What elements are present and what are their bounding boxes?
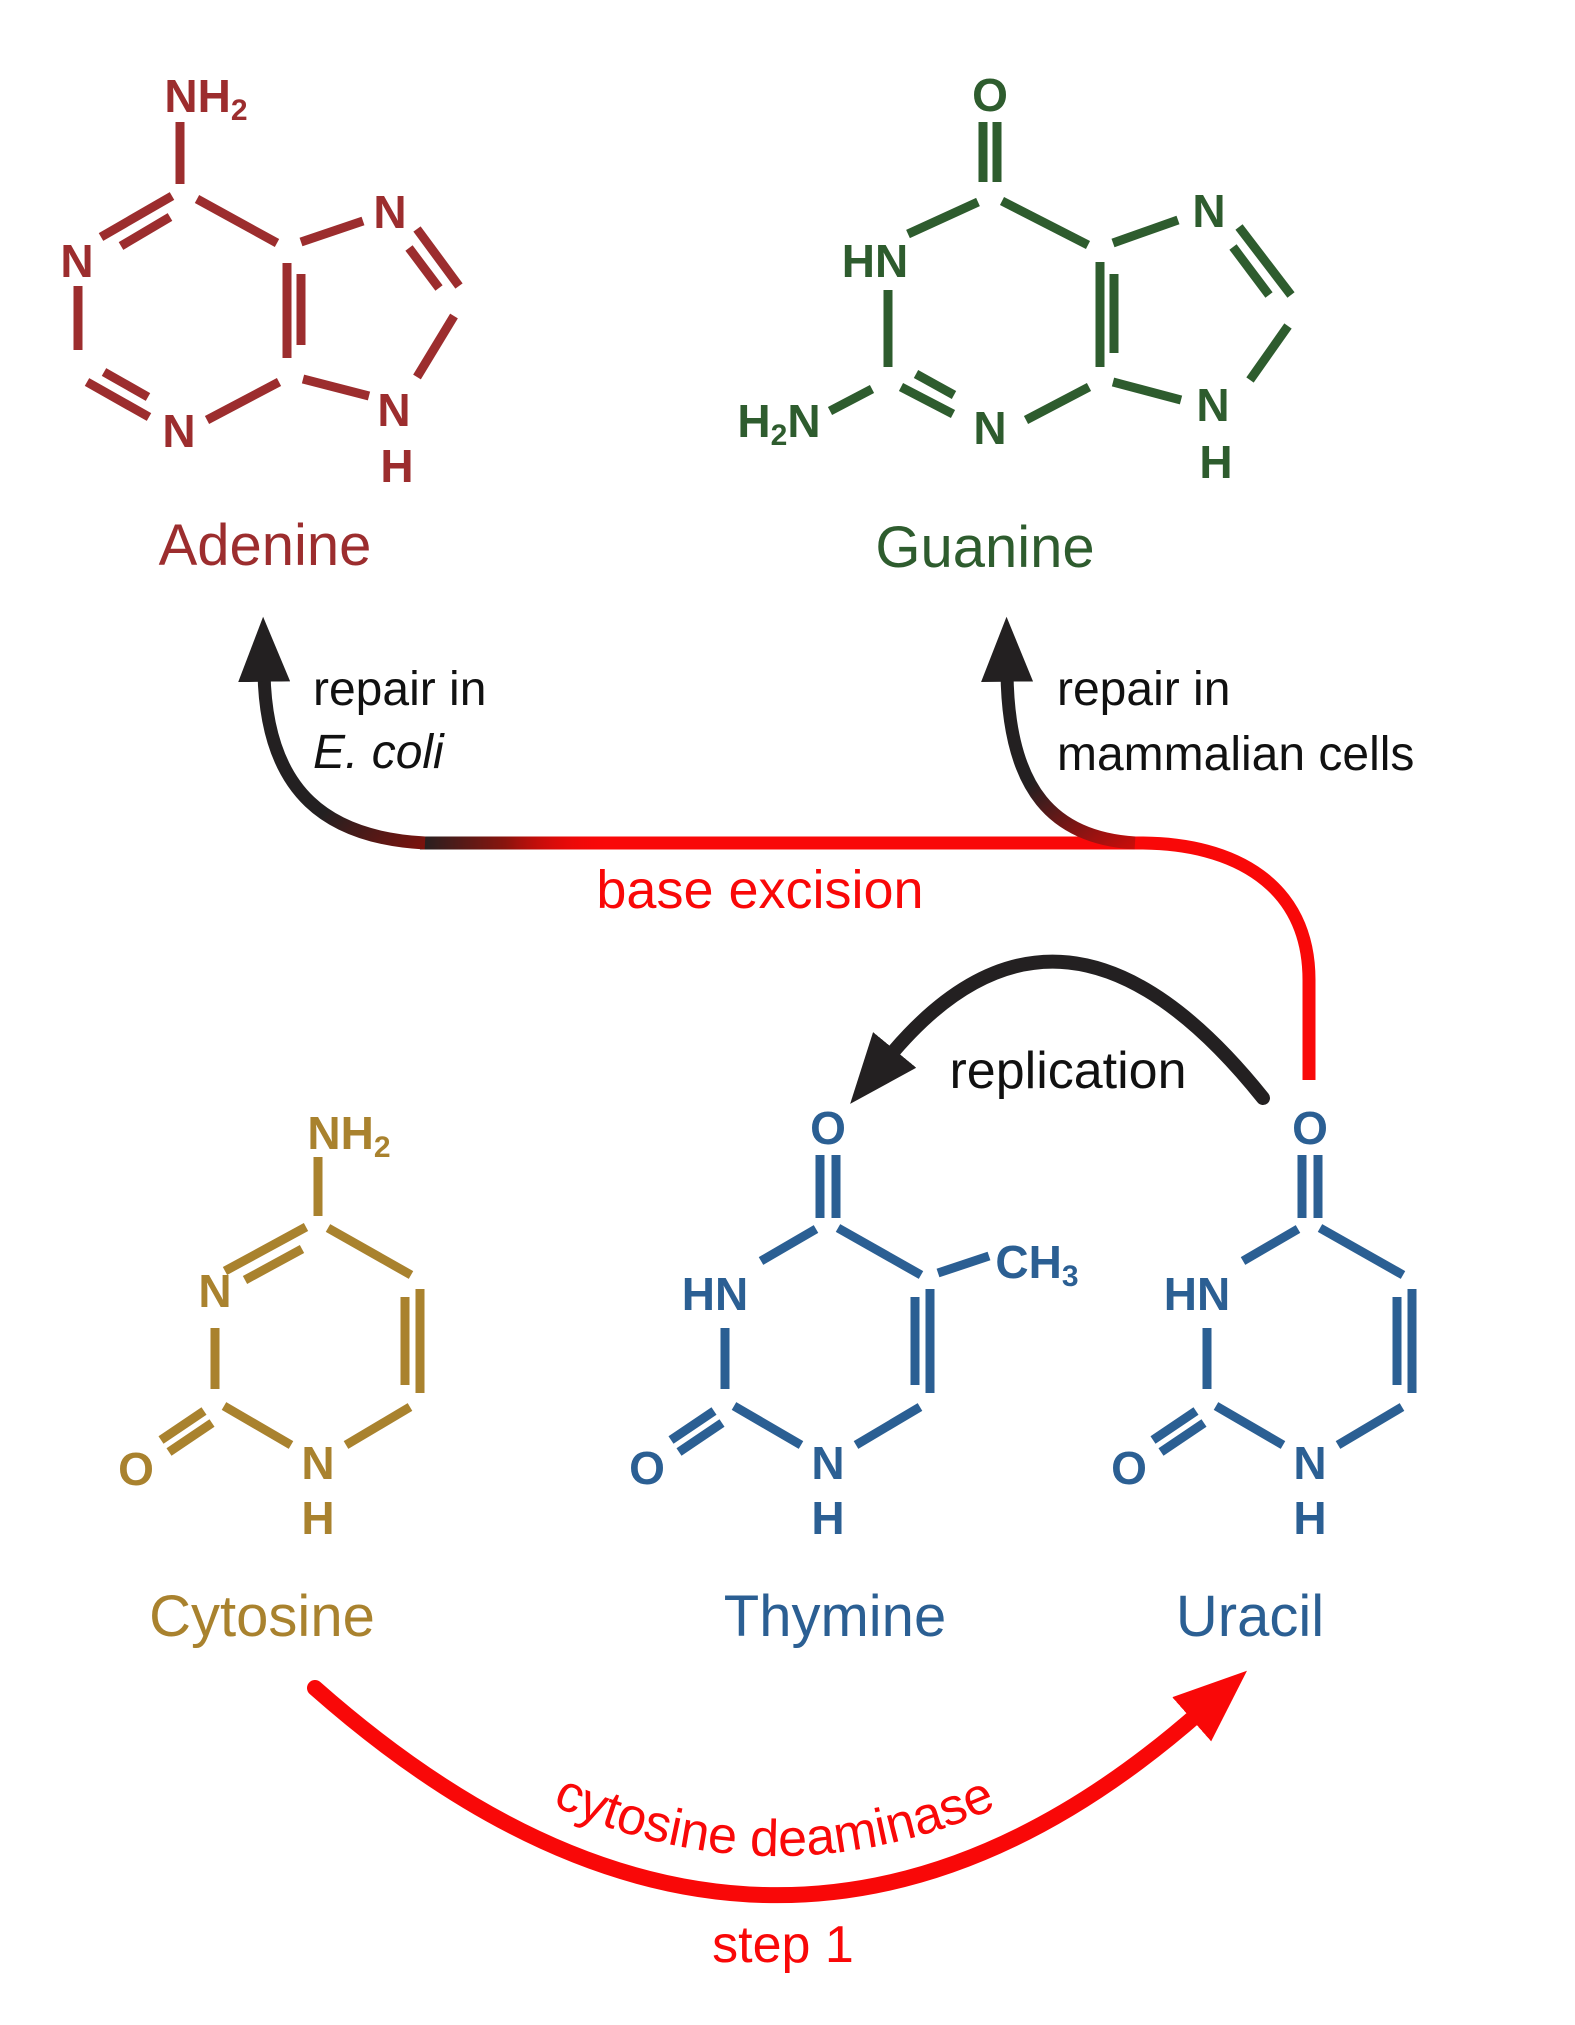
uracil-bond <box>1335 1403 1405 1449</box>
cytosine-deaminase-arrow <box>307 1670 1248 1904</box>
adenine-bond <box>301 374 371 401</box>
cytosine-bond <box>222 1223 309 1275</box>
cytosine-atom-label: N <box>198 1265 231 1317</box>
guanine-bond <box>1111 377 1183 405</box>
guanine-bond <box>1229 244 1273 298</box>
cytosine-bond <box>242 1245 305 1284</box>
cytosine-bond <box>343 1403 413 1449</box>
guanine-bond <box>1111 215 1180 248</box>
adenine-bond <box>84 378 152 421</box>
annotation-text-layer: repair in E. coli repair in mammalian cells… <box>313 663 1414 1974</box>
adenine-bond <box>299 216 365 247</box>
adenine-atom-label: NH2 <box>164 70 247 127</box>
adenine-bond <box>405 245 443 291</box>
thymine-bond <box>936 1251 991 1278</box>
cytosine-name-label: Cytosine <box>149 1584 375 1649</box>
cytosine-atom-label: N <box>301 1437 334 1489</box>
uracil-bond <box>1240 1225 1301 1265</box>
thymine-bond <box>835 1224 924 1279</box>
replication-label: replication <box>949 1042 1186 1100</box>
adenine-bond <box>204 378 282 424</box>
thymine-atom-label: O <box>810 1102 846 1154</box>
guanine-bond <box>999 196 1091 250</box>
uracil-atom-label: HN <box>1164 1268 1230 1320</box>
cytosine-bond <box>325 1224 414 1279</box>
adenine-atom-label: N <box>60 235 93 287</box>
base-excision-line <box>420 836 1316 1080</box>
uracil-bond <box>1213 1402 1286 1449</box>
repair-mammalian-arrow <box>981 616 1136 850</box>
cytosine-bond <box>221 1402 294 1449</box>
repair-ecoli-label-line1: repair in <box>313 663 486 716</box>
thymine-bond <box>731 1402 804 1449</box>
cytosine-atom-label: NH2 <box>307 1107 390 1164</box>
thymine-name-label: Thymine <box>724 1584 946 1649</box>
guanine-atom-label: N <box>1196 379 1229 431</box>
guanine-bond <box>1023 383 1092 424</box>
guanine-bond <box>913 370 957 399</box>
adenine-atom-label: N <box>377 384 410 436</box>
guanine-bond <box>1246 323 1292 383</box>
adenine-atom-label: H <box>380 440 413 492</box>
repair-ecoli-arrow <box>238 616 426 850</box>
repair-mammalian-label-line1: repair in <box>1057 663 1230 716</box>
adenine-atom-label: N <box>162 405 195 457</box>
uracil-bond <box>1317 1224 1406 1279</box>
thymine-atom-label: CH3 <box>995 1236 1078 1293</box>
adenine-bond <box>101 368 151 401</box>
guanine-atom-label: HN <box>842 235 908 287</box>
uracil-atom-label: O <box>1111 1442 1147 1494</box>
thymine-atom-label: H <box>811 1492 844 1544</box>
step-1-label: step 1 <box>712 1916 854 1974</box>
guanine-atom-label: N <box>1192 185 1225 237</box>
cytosine-atom-label: H <box>301 1492 334 1544</box>
guanine-bond <box>898 383 956 418</box>
guanine-bond <box>827 385 875 415</box>
guanine-bond <box>1235 224 1295 298</box>
guanine-atom-label: H2N <box>737 395 820 452</box>
adenine-atom-label: N <box>373 186 406 238</box>
cytosine-deaminase-label: cytosine deaminase <box>547 1763 1002 1868</box>
molecule-uracil: O HN O NH Uracil <box>1111 1102 1417 1649</box>
guanine-atom-label: H <box>1199 436 1232 488</box>
adenine-bond <box>118 213 173 250</box>
thymine-bond <box>758 1225 819 1265</box>
pathway-arrows-layer <box>238 616 1316 1904</box>
adenine-bond <box>98 192 175 241</box>
uracil-bond <box>1158 1419 1207 1456</box>
cytosine-bond <box>166 1419 215 1456</box>
thymine-bond <box>676 1419 725 1456</box>
guanine-bond <box>906 197 980 239</box>
repair-ecoli-label-line2: E. coli <box>313 726 445 779</box>
guanine-atom-label: N <box>973 402 1006 454</box>
uracil-bond <box>1150 1407 1199 1444</box>
adenine-bond <box>194 195 280 247</box>
thymine-bond <box>668 1407 717 1444</box>
repair-mammalian-label-line2: mammalian cells <box>1057 728 1414 781</box>
base-excision-label: base excision <box>596 860 923 920</box>
adenine-name-label: Adenine <box>159 513 372 578</box>
guanine-atom-label: O <box>972 69 1008 121</box>
adenine-bond <box>413 313 458 380</box>
cytosine-atom-label: O <box>118 1443 154 1495</box>
guanine-name-label: Guanine <box>875 515 1094 580</box>
thymine-atom-label: O <box>629 1442 665 1494</box>
uracil-atom-label: H <box>1293 1492 1326 1544</box>
uracil-atom-label: N <box>1293 1437 1326 1489</box>
uracil-name-label: Uracil <box>1176 1584 1324 1649</box>
thymine-atom-label: HN <box>682 1268 748 1320</box>
thymine-atom-label: N <box>811 1437 844 1489</box>
adenine-bond <box>413 226 463 289</box>
cytosine-bond <box>158 1407 207 1444</box>
thymine-bond <box>853 1403 923 1449</box>
replication-arrow <box>850 954 1270 1105</box>
uracil-atom-label: O <box>1292 1102 1328 1154</box>
